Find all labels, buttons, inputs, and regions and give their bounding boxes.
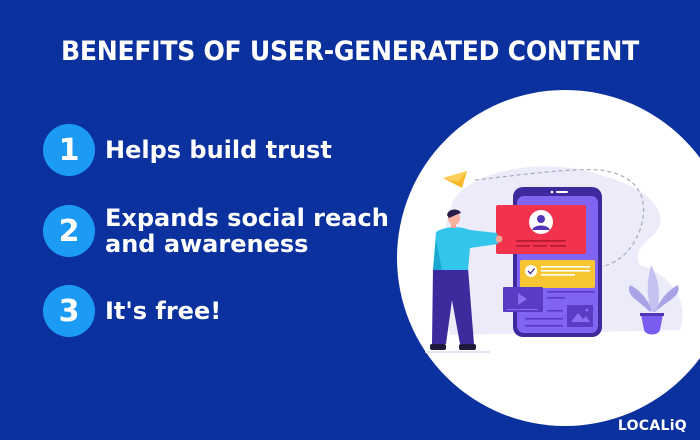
check-icon — [525, 265, 537, 277]
benefit-item-2: 2 Expands social reach and awareness — [43, 205, 389, 257]
content-lines — [525, 291, 595, 327]
number-badge-1: 1 — [43, 124, 95, 176]
person-figure — [430, 209, 503, 350]
benefit-label-3: It's free! — [105, 297, 222, 325]
ground-shadow — [425, 351, 490, 353]
image-icon — [567, 305, 593, 327]
number-badge-3: 3 — [43, 285, 95, 337]
brand-logo: LOCALiQ — [617, 418, 687, 434]
video-play-icon — [503, 287, 543, 312]
benefit-label-2-line2: and awareness — [105, 230, 309, 258]
check-card — [520, 260, 595, 288]
page-title: BENEFITS OF USER-GENERATED CONTENT — [61, 36, 639, 67]
benefit-item-3: 3 It's free! — [43, 285, 221, 337]
dashed-path — [474, 169, 645, 269]
number-badge-2: 2 — [43, 205, 95, 257]
benefit-label-2: Expands social reach and awareness — [105, 205, 389, 257]
benefit-label-1: Helps build trust — [105, 136, 332, 164]
profile-card — [496, 205, 586, 254]
paper-plane-icon — [443, 171, 467, 188]
benefit-label-2-line1: Expands social reach — [105, 204, 389, 232]
benefit-item-1: 1 Helps build trust — [43, 124, 332, 176]
plant-icon — [628, 265, 679, 335]
